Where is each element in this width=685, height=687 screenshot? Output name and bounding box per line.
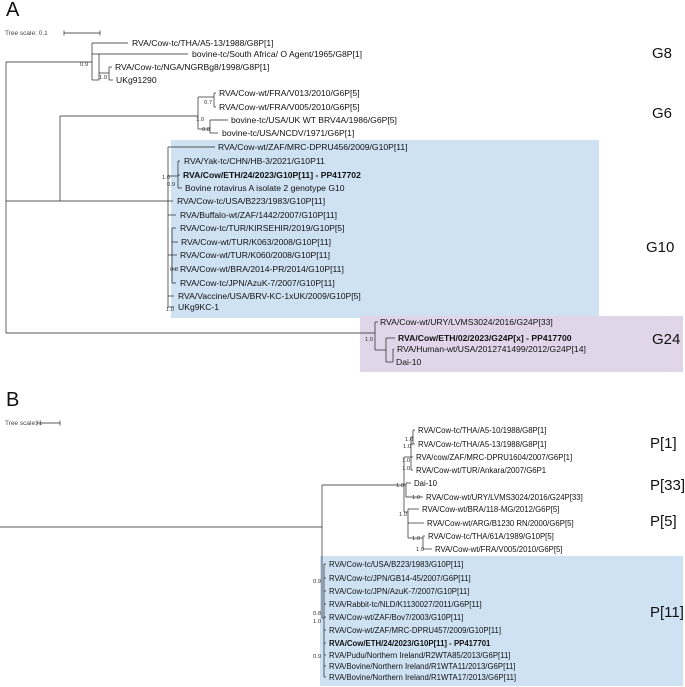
leaf-label: RVA/Cow-wt/TUR/K060/2008/G10P[11] — [180, 250, 330, 260]
panel-b-branches — [0, 429, 432, 678]
clade-label-g8: G8 — [652, 45, 672, 62]
leaf-label: RVA/Human-wt/USA/2012741499/2012/G24P[14… — [397, 344, 586, 354]
support-value: 0.9 — [80, 62, 88, 68]
leaf-label: RVA/Cow-wt/ARG/B1230 RN/2000/G6P[5] — [427, 519, 574, 528]
leaf-label: RVA/Cow-wt/ZAF/MRC-DPRU456/2009/G10P[11] — [218, 142, 408, 152]
p11-clade-highlight — [320, 556, 683, 686]
support-value: 1.0 — [166, 307, 174, 313]
leaf-label: RVA/Vaccine/USA/BRV-KC-1xUK/2009/G10P[5] — [178, 291, 361, 301]
leaf-label: Bovine rotavirus A isolate 2 genotype G1… — [185, 183, 345, 193]
leaf-label: RVA/Rabbit-tc/NLD/K1130027/2011/G6P[11] — [329, 600, 482, 609]
panel-b-leaf-labels: RVA/Cow-tc/THA/A5-10/1988/G8P[1] RVA/Cow… — [329, 426, 583, 682]
leaf-label: RVA/Cow-tc/JPN/AzuK-7/2007/G10P[11] — [329, 587, 469, 596]
leaf-label: bovine-tc/USA/UK WT BRV4A/1986/G6P[5] — [231, 115, 397, 125]
leaf-label: RVA/Buffalo-wt/ZAF/1442/2007/G10P[11] — [180, 210, 337, 220]
leaf-label: RVA/Cow-tc/THA/A5-13/1988/G8P[1] — [132, 38, 274, 48]
leaf-label: RVA/Pudu/Northern Ireland/R2WTA85/2013/G… — [329, 651, 510, 660]
panel-b-letter: B — [6, 389, 19, 411]
leaf-label: RVA/Cow-wt/ZAF/Bov7/2003/G10P[11] — [329, 613, 463, 622]
support-value: 0.8 — [202, 127, 210, 133]
clade-label-g24: G24 — [652, 331, 680, 348]
g24-clade-highlight — [360, 316, 683, 372]
panel-a-letter: A — [6, 0, 20, 21]
leaf-label: RVA/Cow-wt/ZAF/MRC-DPRU457/2009/G10P[11] — [329, 626, 501, 635]
clade-label-g6: G6 — [652, 105, 672, 122]
clade-label-p33: P[33] — [650, 477, 685, 494]
support-value: 0.7 — [204, 100, 212, 106]
leaf-label: RVA/Cow-wt/FRA/V013/2010/G6P[5] — [219, 88, 360, 98]
support-value: 1.0 — [99, 75, 107, 81]
leaf-label: RVA/Cow-wt/URY/LVMS3024/2016/G24P[33] — [380, 317, 553, 327]
support-value: 0.8 — [170, 267, 178, 273]
panel-a-tree-scale-label: Tree scale: 0.1 — [5, 30, 48, 37]
support-value: 1.0 — [412, 495, 420, 501]
panel-a: A Tree scale: 0.1 — [5, 0, 683, 372]
panel-b: B Tree scale: 1 — [0, 389, 685, 686]
panel-b-scale-bar — [36, 420, 61, 426]
leaf-label: RVA/Yak-tc/CHN/HB-3/2021/G10P11 — [184, 156, 325, 166]
leaf-label: RVA/Bovine/Northern Ireland/R1WTA11/2013… — [329, 662, 516, 671]
g10-clade-highlight — [171, 140, 599, 318]
support-value: 0.9 — [313, 579, 321, 585]
leaf-label: RVA/Cow/ETH/02/2023/G24P[x] - PP417700 — [398, 333, 572, 343]
leaf-label: RVA/Cow/ETH/24/2023/G10P[11] - PP417701 — [329, 639, 491, 648]
leaf-label: bovine-tc/South Africa/ O Agent/1965/G8P… — [192, 49, 362, 59]
leaf-label: RVA/Cow-wt/FRA/V005/2010/G6P[5] — [219, 102, 360, 112]
support-value: 0.9 — [167, 182, 175, 188]
support-value: 0.9 — [313, 654, 321, 660]
clade-label-g10: G10 — [646, 239, 674, 256]
leaf-label: RVA/Cow-tc/USA/B223/1983/G10P[11] — [177, 196, 325, 206]
support-value: 1.0 — [416, 547, 424, 553]
support-value: 1.0 — [403, 444, 411, 450]
support-value: 1.0 — [399, 512, 407, 518]
leaf-label: RVA/Cow-tc/JPN/AzuK-7/2007/G10P[11] — [180, 278, 335, 288]
support-value: 1.0 — [412, 536, 420, 542]
support-value: 0.8 — [313, 611, 321, 617]
leaf-label: RVA/Cow-tc/THA/61A/1989/G10P[5] — [428, 532, 554, 541]
leaf-label: RVA/Bovine/Northern Ireland/R1WTA17/2013… — [329, 673, 516, 682]
support-value: 1.0 — [313, 619, 321, 625]
support-value: 1.0 — [196, 117, 204, 123]
support-value: 1.0 — [162, 175, 170, 181]
clade-label-p1: P[1] — [650, 435, 677, 452]
leaf-label: RVA/Cow-wt/TUR/K063/2008/G10P[11] — [181, 237, 331, 247]
leaf-label: RVA/Cow/ETH/24/2023/G10P[11] - PP417702 — [183, 170, 361, 180]
leaf-label: UKg9KC-1 — [178, 302, 219, 312]
panel-b-tree-scale-label: Tree scale: 1 — [5, 420, 43, 427]
support-value: 1.0 — [402, 466, 410, 472]
leaf-label: RVA/cow/ZAF/MRC-DPRU1604/2007/G6P[1] — [416, 453, 572, 462]
leaf-label: RVA/Cow-tc/THA/A5-10/1988/G8P[1] — [418, 426, 546, 435]
leaf-label: Dai-10 — [414, 479, 438, 488]
leaf-label: RVA/Cow-tc/TUR/KIRSEHIR/2019/G10P[5] — [180, 223, 344, 233]
leaf-label: RVA/Cow-tc/JPN/GB14-45/2007/G6P[11] — [329, 574, 471, 583]
clade-label-p11: P[11] — [650, 604, 684, 621]
leaf-label: Dai-10 — [396, 357, 422, 367]
support-value: 1.0 — [396, 483, 404, 489]
leaf-label: RVA/Cow-wt/BRA/118-MG/2012/G6P[5] — [422, 505, 559, 514]
leaf-label: bovine-tc/USA/NCDV/1971/G6P[1] — [222, 128, 354, 138]
leaf-label: RVA/Cow-tc/USA/B223/1983/G10P[11] — [329, 560, 463, 569]
leaf-label: RVA/Cow-tc/THA/A5-13/1988/G8P[1] — [418, 440, 546, 449]
panel-a-scale-bar — [63, 30, 101, 36]
clade-label-p5: P[5] — [650, 513, 677, 530]
leaf-label: RVA/Cow-wt/URY/LVMS3024/2016/G24P[33] — [426, 493, 583, 502]
support-value: 1.0 — [405, 437, 413, 443]
leaf-label: UKg91290 — [116, 75, 157, 85]
panel-a-branches — [5, 42, 395, 363]
leaf-label: RVA/Cow-tc/NGA/NGRBg8/1998/G8P[1] — [115, 62, 269, 72]
support-value: 1.0 — [365, 337, 373, 343]
panel-a-leaf-labels: RVA/Cow-tc/THA/A5-13/1988/G8P[1] bovine-… — [115, 38, 586, 367]
leaf-label: RVA/Cow-wt/BRA/2014-PR/2014/G10P[11] — [180, 264, 344, 274]
leaf-label: RVA/Cow-wt/FRA/V005/2010/G6P[5] — [435, 545, 563, 554]
leaf-label: RVA/Cow-wt/TUR/Ankara/2007/G6P1 — [416, 466, 546, 475]
support-value: 1.0 — [402, 458, 410, 464]
